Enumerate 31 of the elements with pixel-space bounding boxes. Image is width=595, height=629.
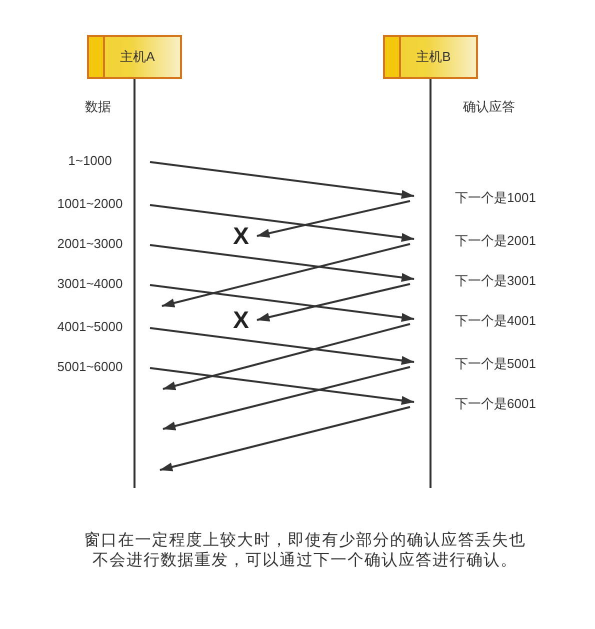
arrow	[150, 327, 414, 365]
arrow	[256, 200, 410, 238]
data-range-label: 4001~5000	[57, 319, 123, 335]
host-box: 主机B	[383, 35, 478, 79]
caption: 窗口在一定程度上较大时，即使有少部分的确认应答丢失也不会进行数据重发，可以通过下一个确认应答进行确认。	[83, 531, 527, 571]
host-box: 主机A	[87, 35, 182, 79]
arrow	[162, 323, 410, 390]
arrow	[256, 283, 410, 322]
arrow	[150, 367, 414, 405]
data-range-label: 2001~3000	[57, 236, 123, 252]
arrow	[162, 366, 410, 430]
arrow	[150, 284, 414, 322]
ack-label: 下一个是6001	[455, 396, 536, 412]
ack-label: 下一个是1001	[455, 190, 536, 206]
ack-label: 下一个是2001	[455, 233, 536, 249]
ack-label: 下一个是4001	[455, 313, 536, 329]
ack-label: 下一个是5001	[455, 356, 536, 372]
arrow	[162, 243, 410, 308]
x-mark: X	[233, 309, 249, 333]
column-heading: 确认应答	[463, 99, 515, 115]
data-range-label: 1~1000	[68, 153, 112, 169]
ack-label: 下一个是3001	[455, 273, 536, 289]
column-heading: 数据	[85, 99, 111, 115]
data-range-label: 3001~4000	[57, 276, 123, 292]
arrow	[150, 244, 414, 282]
arrow	[150, 204, 414, 242]
arrow	[160, 406, 410, 472]
data-range-label: 5001~6000	[57, 359, 123, 375]
arrow	[150, 161, 414, 199]
data-range-label: 1001~2000	[57, 196, 123, 212]
x-mark: X	[233, 225, 249, 249]
